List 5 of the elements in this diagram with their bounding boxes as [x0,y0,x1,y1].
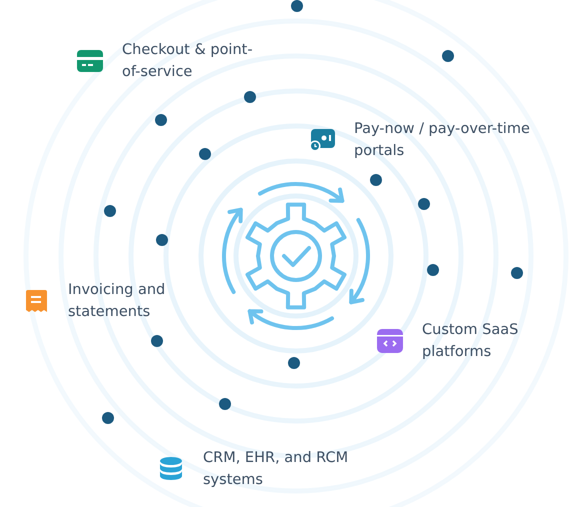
category-label: Custom SaaS platforms [422,321,520,362]
category-label: Checkout & point-of-service [122,41,254,82]
category-label: Pay-now / pay-over-time portals [354,120,531,161]
category-label: Invoicing and statements [68,281,166,322]
category-label: CRM, EHR, and RCM systems [203,449,350,490]
